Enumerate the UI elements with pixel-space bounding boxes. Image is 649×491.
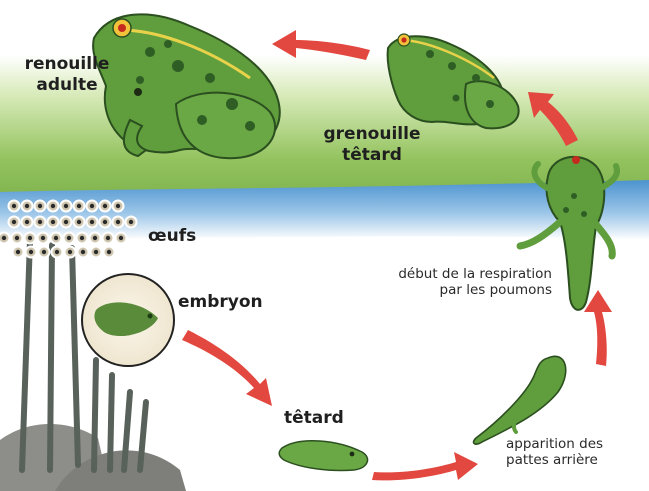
embryo-icon <box>82 274 174 366</box>
label-lung-breathing: début de la respiration par les poumons <box>356 266 552 299</box>
label-embryo: embryon <box>178 292 263 313</box>
label-hind-legs: apparition des pattes arrière <box>506 436 642 469</box>
tadpole-hindlegs-icon <box>474 356 566 444</box>
label-froglet: grenouille têtard <box>312 124 432 165</box>
label-eggs: œufs <box>148 226 196 247</box>
label-adult-frog: renouille adulte <box>4 54 130 95</box>
label-tadpole: têtard <box>284 408 344 429</box>
tadpole-icon <box>279 441 367 471</box>
